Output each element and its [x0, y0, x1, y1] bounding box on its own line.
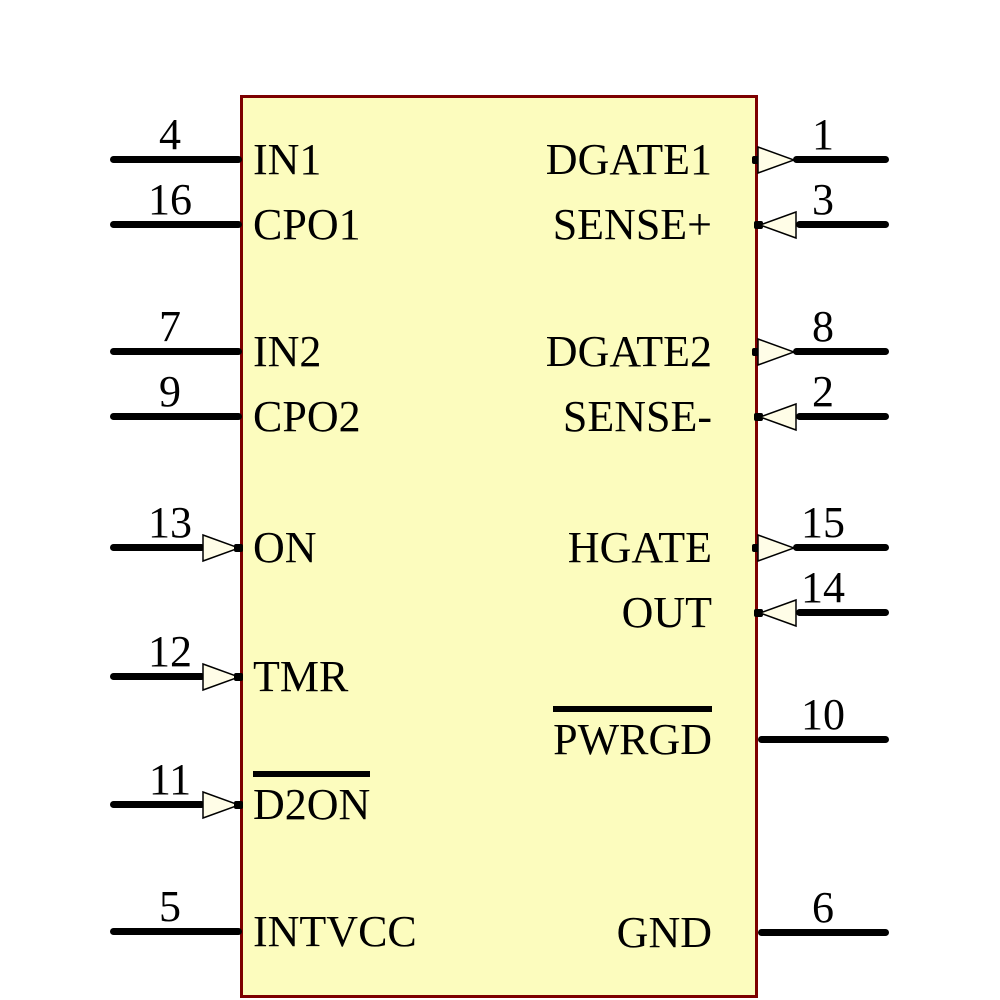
pin-wire-6: [758, 929, 889, 936]
pin-label-gnd: GND: [616, 908, 712, 957]
pin-connection-nub: [752, 348, 761, 356]
pin-wire-11: [110, 801, 205, 808]
pin-label-sense-minus: SENSE-: [562, 392, 712, 441]
pin-connection-nub: [752, 156, 761, 164]
pin-label-d2on: D2ON: [253, 771, 371, 829]
pin-wire-15: [793, 544, 889, 551]
pin-connection-nub: [234, 544, 243, 552]
pin-label-pwrgd: PWRGD: [553, 706, 712, 764]
pin-wire-12: [110, 673, 205, 680]
pin-label-cpo2: CPO2: [253, 392, 361, 441]
pin-connection-nub: [752, 544, 761, 552]
pin-wire-4: [110, 156, 242, 163]
input-arrow-icon: [202, 662, 240, 692]
input-arrow-icon: [757, 598, 797, 628]
input-arrow-icon: [202, 533, 240, 563]
output-arrow-icon: [757, 145, 795, 175]
pin-label-in2: IN2: [253, 327, 322, 376]
pin-connection-nub: [234, 673, 243, 681]
pin-wire-8: [793, 348, 889, 355]
pin-wire-13: [110, 544, 205, 551]
pin-label-on: ON: [253, 523, 317, 572]
pin-wire-5: [110, 928, 242, 935]
pin-label-cpo1: CPO1: [253, 200, 361, 249]
input-arrow-icon: [757, 210, 797, 240]
pin-label-out: OUT: [621, 588, 712, 637]
pin-label-tmr: TMR: [253, 652, 349, 701]
pin-number-10: 10: [801, 690, 845, 739]
output-arrow-icon: [757, 533, 795, 563]
pin-number-6: 6: [812, 883, 834, 932]
pin-wire-14: [796, 609, 889, 616]
pin-number-16: 16: [148, 175, 192, 224]
pin-number-9: 9: [159, 367, 181, 416]
pin-wire-16: [110, 221, 242, 228]
pin-number-15: 15: [801, 498, 845, 547]
pin-label-hgate: HGATE: [567, 523, 712, 572]
pin-label-intvcc: INTVCC: [253, 907, 417, 956]
pin-number-13: 13: [148, 498, 192, 547]
ic-body: [240, 95, 758, 998]
pin-connection-nub: [234, 801, 243, 809]
pin-number-5: 5: [159, 882, 181, 931]
output-arrow-icon: [757, 337, 795, 367]
pin-wire-9: [110, 413, 242, 420]
pin-number-1: 1: [812, 110, 834, 159]
pin-number-12: 12: [148, 627, 192, 676]
pin-wire-3: [796, 221, 889, 228]
pin-wire-1: [793, 156, 889, 163]
pin-number-14: 14: [801, 563, 845, 612]
pin-number-4: 4: [159, 110, 181, 159]
pin-wire-7: [110, 348, 242, 355]
pin-number-11: 11: [148, 755, 192, 804]
pin-label-in1: IN1: [253, 135, 322, 184]
pin-label-sense-plus: SENSE+: [552, 200, 712, 249]
pin-number-2: 2: [812, 367, 834, 416]
pin-number-8: 8: [812, 302, 834, 351]
pin-number-7: 7: [159, 302, 181, 351]
pin-wire-10: [758, 736, 889, 743]
pin-label-dgate2: DGATE2: [545, 327, 712, 376]
input-arrow-icon: [757, 402, 797, 432]
input-arrow-icon: [202, 790, 240, 820]
pin-wire-2: [796, 413, 889, 420]
pin-label-dgate1: DGATE1: [545, 135, 712, 184]
pin-number-3: 3: [812, 175, 834, 224]
